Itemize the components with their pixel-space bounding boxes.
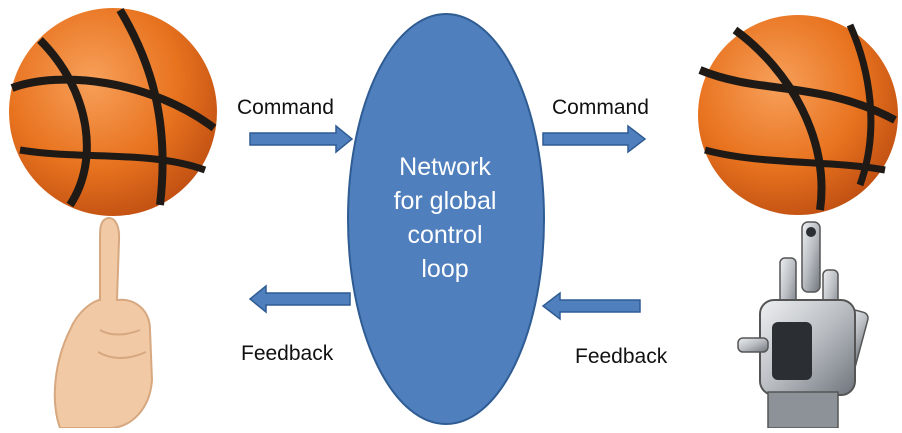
robot-hand <box>737 221 869 429</box>
network-label-line: control <box>407 221 483 249</box>
right-command-label: Command <box>552 96 649 119</box>
left-basketball <box>9 7 217 216</box>
network-label-line: Network <box>399 153 491 181</box>
network-label-line: loop <box>421 255 469 283</box>
network-ellipse <box>347 13 545 425</box>
left-feedback-arrow <box>248 284 351 314</box>
right-basketball <box>698 15 898 215</box>
left-command-arrow <box>249 124 354 154</box>
right-feedback-arrow <box>541 291 641 321</box>
left-command-label: Command <box>237 96 334 119</box>
network-label-line: for global <box>393 187 497 215</box>
pointing-hand <box>53 217 154 429</box>
right-feedback-label: Feedback <box>575 345 668 368</box>
left-feedback-label: Feedback <box>241 342 334 365</box>
right-command-arrow <box>542 124 647 154</box>
network-label: Network for global control loop <box>360 150 530 286</box>
